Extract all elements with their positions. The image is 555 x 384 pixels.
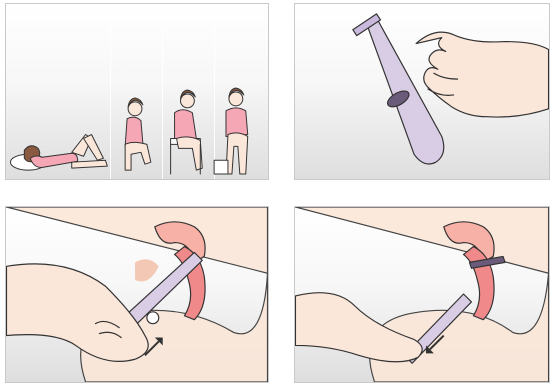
insertion-positions-illustration xyxy=(6,4,268,179)
panel-delivery xyxy=(294,206,550,383)
panel-positions xyxy=(5,3,269,180)
hand-holding-applicator-illustration xyxy=(295,4,549,179)
applicator-withdrawal-illustration xyxy=(295,207,549,382)
panel-applicator xyxy=(294,3,550,180)
applicator-insertion-illustration xyxy=(6,207,268,382)
panel-insertion xyxy=(5,206,269,383)
